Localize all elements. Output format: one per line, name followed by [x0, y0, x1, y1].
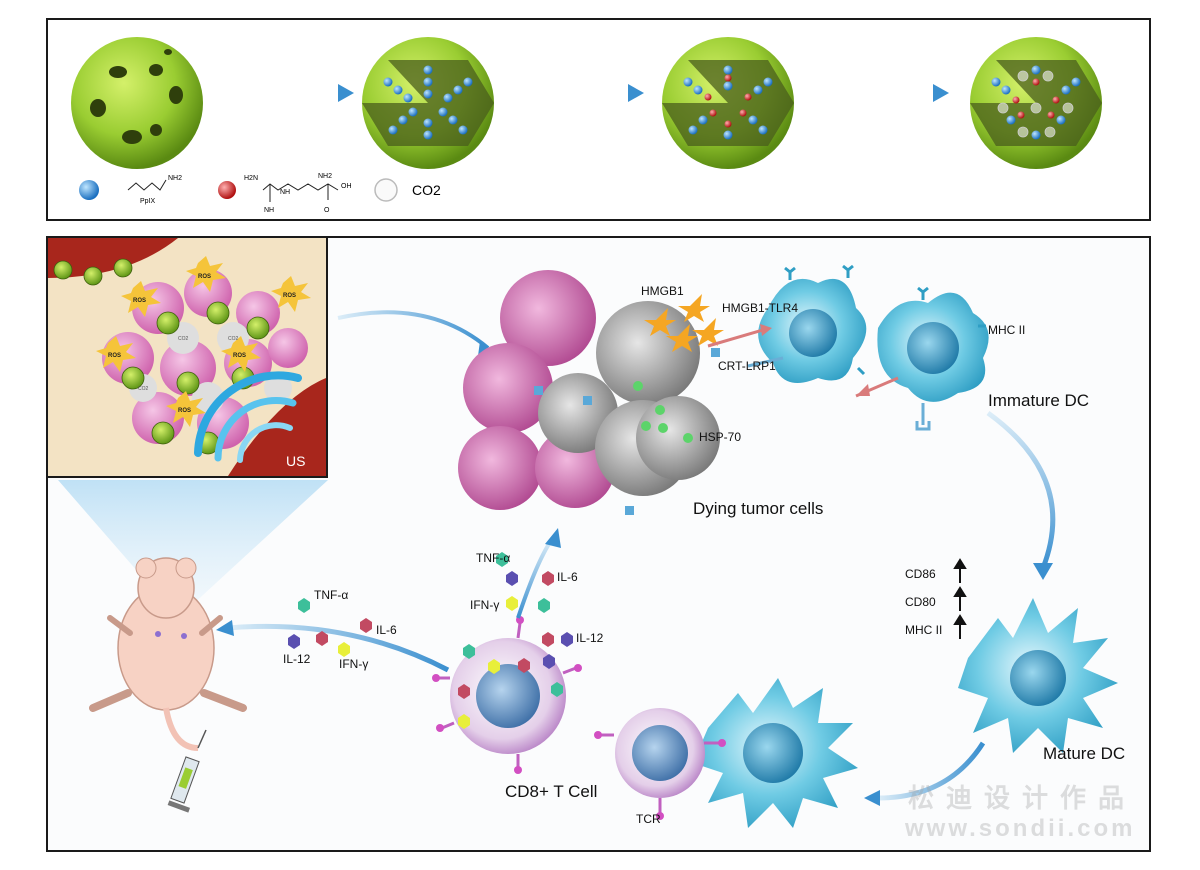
arg-o-text: O — [324, 207, 330, 214]
arg-oh-text: OH — [341, 183, 352, 190]
cd8-t-cell-label: CD8+ T Cell — [505, 782, 598, 801]
ultrasound-icon — [194, 371, 302, 463]
ros-text-4: ROS — [108, 353, 121, 359]
watermark-url: www.sondii.com — [905, 815, 1136, 842]
presenting-dc-cell — [693, 678, 858, 828]
us-text: US — [286, 453, 305, 469]
immature-dc-cell — [877, 286, 989, 431]
synthesis-scheme: NH2 PpIX H2N NH NH NH2 OH O CO2 — [71, 37, 1102, 214]
arrow-tcell-to-mouse — [227, 623, 450, 673]
cd80-label: CD80 — [905, 595, 936, 609]
hmgb1-label: HMGB1 — [641, 284, 684, 298]
naive-t-cell — [594, 708, 726, 820]
mouse-illustration — [89, 557, 247, 751]
cytokine-il12-left: IL-12 — [283, 652, 311, 666]
cytokine-ifn-left: IFN-γ — [339, 657, 369, 671]
cytokine-tnf-left: TNF-α — [314, 588, 349, 602]
magnification-beam — [58, 480, 328, 618]
co2-small-1: CO2 — [178, 336, 189, 342]
dying-tumor-label: Dying tumor cells — [693, 499, 824, 518]
arginine-structure — [262, 183, 339, 202]
ros-bursts — [96, 256, 311, 427]
arg-h2n-text: H2N — [244, 175, 258, 182]
mechanism-scheme — [58, 264, 1118, 828]
tcr-label: TCR — [636, 812, 661, 826]
inset-illustration: ROS ROS ROS ROS ROS ROS CO2 CO2 CO2 US — [48, 238, 326, 476]
nh2-text: NH2 — [168, 175, 182, 182]
mature-dc-label: Mature DC — [1043, 744, 1126, 763]
hmgb1-arrow — [707, 328, 764, 348]
co2-text: CO2 — [412, 182, 441, 198]
hsp70-label: HSP-70 — [699, 430, 742, 444]
porous-nanoparticle — [71, 37, 203, 169]
pplx-bead-icon — [79, 180, 99, 200]
arg-nh1-text: NH — [280, 189, 290, 196]
syringe-icon — [167, 729, 207, 813]
co2-small-3: CO2 — [138, 386, 149, 392]
watermark-cn: 松迪设计作品 — [908, 783, 1137, 813]
arrow-inset-to-tumor — [337, 310, 490, 350]
ros-text-6: ROS — [178, 408, 191, 414]
arrow-dc-to-tcell — [877, 741, 986, 801]
cd8-t-cell — [432, 616, 582, 774]
mhc2-mature-label: MHC II — [905, 623, 943, 637]
cytokine-il6-top: IL-6 — [557, 570, 578, 584]
pplx-text: PpIX — [140, 198, 156, 205]
ros-text-2: ROS — [133, 298, 146, 304]
loaded-nanoparticle-1 — [362, 37, 494, 169]
upregulation-arrows — [953, 558, 967, 639]
loaded-nanoparticle-co2 — [970, 37, 1102, 169]
ros-text-1: ROS — [198, 274, 211, 280]
pplx-structure — [127, 179, 167, 191]
arrow-maturation — [986, 410, 1056, 569]
arginine-bead-icon — [218, 181, 236, 199]
cd86-label: CD86 — [905, 567, 936, 581]
ros-text-3: ROS — [283, 293, 296, 299]
crt-lrp1-label: CRT-LRP1 — [718, 359, 776, 373]
cytokines-top — [496, 552, 573, 647]
immune-mechanism-panel — [46, 236, 1151, 852]
cytokine-tnf-top: TNF-α — [476, 551, 511, 565]
arg-nh3-text: NH2 — [318, 173, 332, 180]
arg-nh2-text: NH — [264, 207, 274, 214]
co2-small-2: CO2 — [228, 336, 239, 342]
dc-receptor-cell — [758, 264, 867, 383]
immature-dc-label: Immature DC — [988, 391, 1090, 410]
synthesis-panel: NH2 PpIX H2N NH NH NH2 OH O CO2 — [46, 18, 1151, 221]
tumor-inset: ROS ROS ROS ROS ROS ROS CO2 CO2 CO2 US — [46, 236, 328, 478]
cytokine-il12-top: IL-12 — [576, 631, 604, 645]
loaded-nanoparticle-2 — [662, 37, 794, 169]
mhc2-immature-label: MHC II — [988, 323, 1026, 337]
crt-arrow — [747, 356, 784, 368]
mature-dc-cell — [958, 598, 1118, 753]
hmgb1-tlr4-label: HMGB1-TLR4 — [722, 301, 799, 315]
ros-text-5: ROS — [233, 353, 246, 359]
cytokine-ifn-top: IFN-γ — [470, 598, 500, 612]
cytokines-left — [288, 598, 372, 657]
tumor-cluster — [458, 270, 724, 515]
cytokine-il6-left: IL-6 — [376, 623, 397, 637]
co2-bubble-icon — [374, 178, 398, 202]
